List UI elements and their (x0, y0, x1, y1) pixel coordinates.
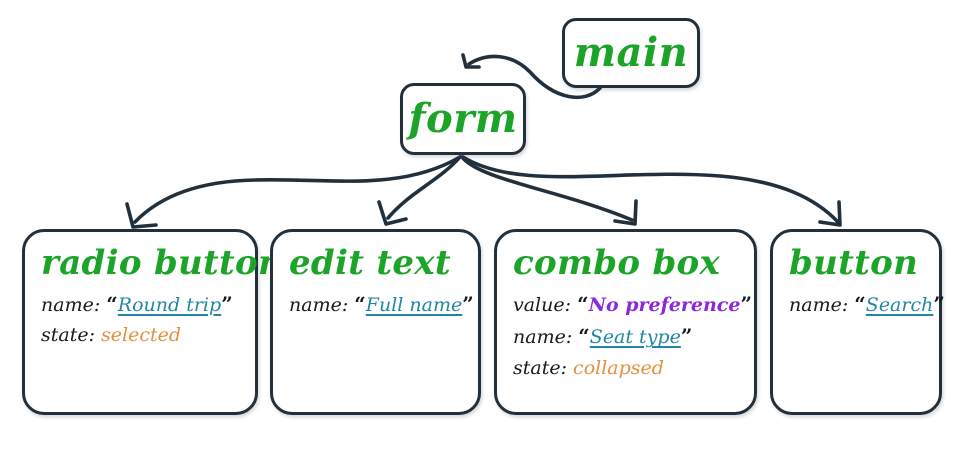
edge-form-to-button (461, 155, 842, 227)
property-key-state: state: (513, 357, 567, 380)
edge-form-to-edit-text (377, 155, 462, 226)
open-quote: “ (577, 291, 589, 316)
property-row-name: name: “Search” (789, 288, 945, 321)
node-radio-button[interactable]: radio button name: “Round trip” state: s… (22, 229, 284, 415)
node-combo-box-title: combo box (513, 243, 721, 283)
node-button-title: button (789, 243, 919, 283)
property-value-name: Search (865, 293, 934, 316)
node-combo-box[interactable]: combo box value: “No preference” name: “… (494, 229, 757, 415)
property-key-name: name: (789, 293, 849, 316)
property-value-value: No preference (588, 293, 741, 316)
node-edit-text[interactable]: edit text name: “Full name” (270, 229, 481, 415)
property-key-name: name: (513, 326, 573, 349)
node-main-label: main (573, 29, 689, 76)
node-radio-button-title: radio button (41, 243, 284, 283)
edge-form-to-radio-button (125, 155, 462, 229)
property-row-state: state: selected (41, 320, 239, 351)
property-row-name: name: “Round trip” (41, 288, 239, 321)
node-form[interactable]: form (400, 83, 526, 155)
close-quote: ” (221, 291, 233, 316)
property-key-state: state: (41, 324, 95, 347)
property-value-name: Round trip (117, 293, 222, 316)
node-main[interactable]: main (562, 18, 700, 88)
node-form-label: form (408, 95, 518, 142)
close-quote: ” (462, 291, 474, 316)
property-value-state: collapsed (573, 357, 664, 380)
edge-form-to-combo-box (460, 155, 638, 226)
close-quote: ” (680, 324, 693, 349)
open-quote: “ (854, 291, 866, 316)
property-value-name: Full name (365, 293, 463, 316)
close-quote: ” (740, 291, 752, 316)
property-row-name: name: “Full name” (289, 288, 474, 321)
node-button[interactable]: button name: “Search” (770, 229, 945, 415)
property-value-state: selected (101, 324, 182, 347)
open-quote: “ (106, 291, 118, 316)
property-key-value: value: (513, 293, 572, 316)
property-row-name: name: “Seat type” (513, 320, 738, 353)
node-edit-text-title: edit text (289, 243, 451, 283)
open-quote: “ (578, 324, 590, 349)
close-quote: ” (933, 291, 945, 316)
property-row-state: state: collapsed (513, 353, 738, 384)
open-quote: “ (354, 291, 366, 316)
property-key-name: name: (289, 293, 349, 316)
property-row-value: value: “No preference” (513, 288, 752, 321)
property-value-name: Seat type (589, 326, 681, 349)
property-key-name: name: (41, 293, 101, 316)
